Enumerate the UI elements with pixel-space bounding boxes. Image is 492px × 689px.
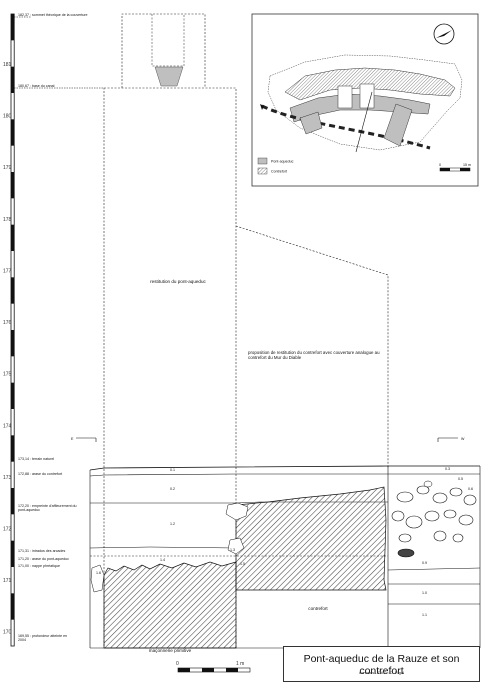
layer-label: 0.9 (422, 561, 427, 565)
north-arrow-icon (433, 23, 455, 45)
ruler-band (11, 382, 15, 409)
ruler-band (11, 172, 15, 199)
buttress-proposition: proposition de restitution du contrefort… (235, 225, 389, 468)
contrefort-label: contrefort (308, 606, 328, 611)
elev-arch-springing: 171,31 : intrados des arcades (18, 549, 66, 553)
layer-label: 1.5 (240, 562, 245, 566)
elev-aqueduct-base: 171,20 : arase du pont-aqueduc (18, 557, 69, 561)
section-markers: E W (71, 437, 465, 442)
elev-buttress-base: 172,88 : arase du contrefort (18, 472, 62, 476)
stratigraphy: 0.10.21.21.31.41.51.60.30.50.60.91.01.1 … (89, 465, 481, 653)
ruler-tick-label: 171 (3, 578, 12, 584)
ruler-tick-label: 170 (3, 630, 12, 636)
ruler-tick-label: 178 (3, 217, 12, 223)
ruler-tick-label: 179 (3, 165, 12, 171)
elev-water-table: 171,00 : nappe phréatique (18, 564, 60, 568)
layer-label: 0.1 (170, 468, 175, 472)
elev-roof-top: 182,37 : sommet théorique de la couvertu… (18, 13, 88, 17)
rubble-cluster (391, 480, 477, 558)
scale-start: 0 (176, 661, 179, 667)
inset-plan: Pont-aqueduc Contrefort 0 15 m (251, 13, 479, 187)
ruler-tick-label: 174 (3, 423, 12, 429)
layer-label: 1.4 (160, 558, 165, 562)
inset-scale-start: 0 (439, 163, 441, 167)
layer-label: 1.3 (230, 548, 235, 552)
title-block: Pont-aqueduc de la Rauze et son contrefo… (283, 646, 480, 682)
ruler-tick-label: 176 (3, 320, 12, 326)
drawing-title: Pont-aqueduc de la Rauze et son contrefo… (303, 653, 460, 677)
layer-label: 1.6 (96, 571, 101, 575)
scale-bar: 0 1 m (176, 661, 251, 673)
ruler-band (11, 488, 15, 515)
legend-pont-label: Pont-aqueduc (271, 160, 294, 164)
layer-label: 1.1 (422, 613, 427, 617)
ruler-tick-label: 173 (3, 475, 12, 481)
layer-label: 0.6 (468, 487, 473, 491)
ruler-band (11, 593, 15, 620)
inset-scale-bar: 0 15 m (439, 163, 471, 172)
canal-channel-fill (154, 66, 184, 87)
ruler-tick-label: 180 (3, 114, 12, 120)
ruler-band (11, 119, 15, 146)
ruler-band (11, 330, 15, 357)
legend-contrefort-label: Contrefort (271, 170, 287, 174)
maconnerie-label: maçonnerie primitive (149, 648, 192, 653)
proposition-label: proposition de restitution du contrefort… (248, 350, 380, 360)
buttress-hatched (235, 486, 387, 591)
stone-block (225, 502, 249, 521)
primitive-masonry-hatched (103, 561, 237, 649)
ruler-band (11, 540, 15, 567)
ruler-band (11, 66, 15, 93)
elev-canal-base: 180,67 : base du canal (18, 84, 55, 88)
layer-label: 0.5 (458, 477, 463, 481)
layer-label: 0.2 (170, 487, 175, 491)
ruler-tick-label: 181 (3, 62, 12, 68)
ruler-band (11, 14, 15, 41)
layer-label: 0.3 (445, 467, 450, 471)
elevation-ruler: 181 180 179 178 177 176 175 174 173 172 171 170 (3, 13, 15, 647)
inset-scale-end: 15 m (463, 163, 471, 167)
drawing-credits: données - DAO : D. Rigal (358, 670, 405, 675)
section-left-label: E (71, 437, 74, 441)
elev-outcrop: 172,20 : empreinte d'affleurement du pon… (18, 504, 77, 513)
elev-depth: 169,55 : profondeur atteinte en 2004 (18, 634, 68, 643)
stone-block (227, 537, 245, 555)
section-right-label: W (461, 437, 465, 441)
ruler-tick-label: 172 (3, 527, 12, 533)
layer-label: 1.0 (422, 591, 427, 595)
ruler-band (11, 435, 15, 462)
canal-restitution (121, 13, 206, 88)
ruler-band (11, 277, 15, 304)
ruler-band (11, 224, 15, 251)
elevation-annotations: 182,37 : sommet théorique de la couvertu… (14, 13, 104, 643)
inset-legend: Pont-aqueduc Contrefort (257, 157, 294, 175)
layer-label: 1.2 (170, 522, 175, 526)
ruler-tick-label: 175 (3, 372, 12, 378)
stone-block (90, 564, 105, 593)
ruler-tick-label: 177 (3, 268, 12, 274)
scale-end: 1 m (236, 661, 244, 667)
restitution-label: restitution du pont-aqueduc (150, 279, 206, 284)
elev-natural-ground: 173,14 : terrain naturel (18, 457, 54, 461)
